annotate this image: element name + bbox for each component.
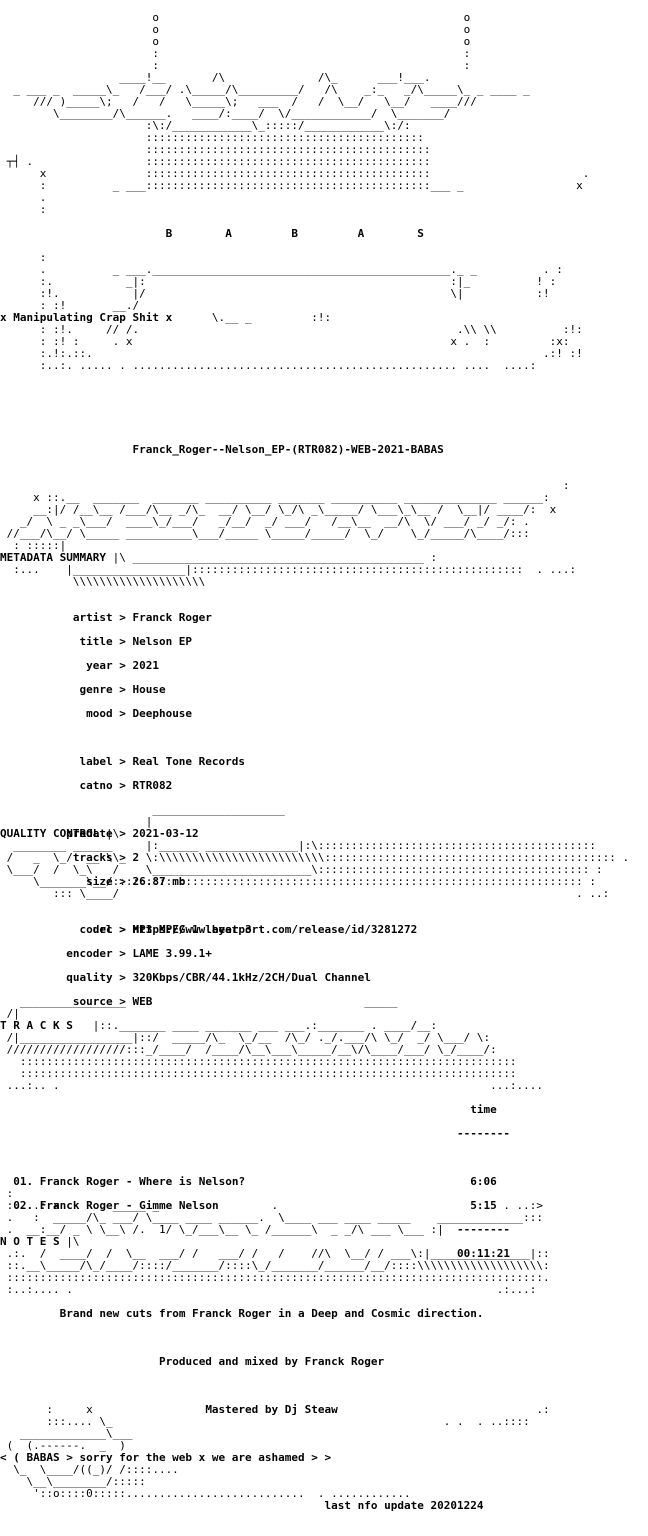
field-title: title > Nelson EP xyxy=(0,635,193,648)
field-size: size > 26.87 mb xyxy=(0,875,186,888)
notes-section-title: N O T E S xyxy=(0,1235,60,1248)
tracks-header-art: ________________ _____ /| T R A C K S |:… xyxy=(0,995,544,1092)
release-name-block: Franck_Roger--Nelson_EP-(RTR082)-WEB-202… xyxy=(0,432,648,468)
note-line: Mastered by Dj Steaw xyxy=(205,1403,338,1416)
field-quality: quality > 320Kbps/CBR/44.1kHz/2CH/Dual C… xyxy=(0,971,371,984)
letter-b1: B xyxy=(165,227,173,240)
field-tracks: tracks > 2 xyxy=(0,851,140,864)
field-catno: catno > RTR082 xyxy=(0,779,173,792)
metadata-section-title: METADATA SUMMARY xyxy=(0,551,106,564)
field-mood: mood > Deephouse xyxy=(0,707,193,720)
header-frame-art: : . _ ___.______________________________… xyxy=(39,251,563,312)
last-update: last nfo update 20201224 xyxy=(324,1499,484,1512)
notes-lines: Brand new cuts from Franck Roger in a De… xyxy=(0,1296,648,1428)
note-line: Brand new cuts from Franck Roger in a De… xyxy=(59,1307,484,1320)
note-line: Produced and mixed by Franck Roger xyxy=(158,1355,385,1368)
time-header: time xyxy=(470,1103,497,1116)
quality-fields: codec > MP3 MPEG 1 layer 3 encoder > LAM… xyxy=(0,912,648,1020)
field-year: year > 2021 xyxy=(0,659,159,672)
field-source: source > WEB xyxy=(0,995,153,1008)
last-update-block: last nfo update 20201224 xyxy=(0,1488,648,1524)
release-name: Franck_Roger--Nelson_EP-(RTR082)-WEB-202… xyxy=(132,443,444,456)
nfo-document: o o o o o o xyxy=(0,0,648,372)
letter-a2: A xyxy=(357,227,365,240)
footer-art: : x .: :::.... \_ . . . ..:::: _________… xyxy=(0,1403,550,1500)
total-time: 00:11:21 xyxy=(456,1247,510,1260)
track-row: 02. Franck Roger - Gimme Nelson 5:15 xyxy=(13,1199,497,1212)
tagline-line: x Manipulating Crap Shit x xyxy=(0,311,172,324)
quality-header-art: ____________________ | QUALITY CONTROL |… xyxy=(0,803,630,900)
field-predate: predate > 2021-03-12 xyxy=(0,827,199,840)
time-header-row: time xyxy=(0,1104,648,1116)
tracks-section-title: T R A C K S xyxy=(0,1019,73,1032)
notes-header-art: : :....: x _____ _ . . ..:> . : _____/\_… xyxy=(0,1187,550,1296)
total-time-row: 00:11:21 xyxy=(0,1248,648,1260)
letter-a1: A xyxy=(225,227,232,240)
metadata-fields: artist > Franck Roger title > Nelson EP … xyxy=(0,600,648,948)
quality-section-title: QUALITY CONTROL xyxy=(0,827,100,840)
letter-b2: B xyxy=(291,227,299,240)
field-url: url > https://www.beatport.com/release/i… xyxy=(0,923,418,936)
footer-message: < ( BABAS > sorry for the web x we are a… xyxy=(0,1451,332,1464)
babas-letters: B A B A S xyxy=(0,228,648,240)
field-artist: artist > Franck Roger xyxy=(0,611,212,624)
metadata-header-art: : x ::.__ _______ _______ __________ ___… xyxy=(0,479,577,588)
field-genre: genre > House xyxy=(0,683,166,696)
letter-s: S xyxy=(417,227,424,240)
track-row: 01. Franck Roger - Where is Nelson? 6:06 xyxy=(13,1175,497,1188)
header-ascii-art: o o o o o o xyxy=(6,11,590,216)
field-codec: codec > MP3 MPEG 1 layer 3 xyxy=(0,923,252,936)
field-encoder: encoder > LAME 3.99.1+ xyxy=(0,947,212,960)
tagline: x Manipulating Crap Shit x xyxy=(0,311,173,324)
tracks-list: time -------- 01. Franck Roger - Where i… xyxy=(0,1092,648,1272)
field-label: label > Real Tone Records xyxy=(0,755,246,768)
